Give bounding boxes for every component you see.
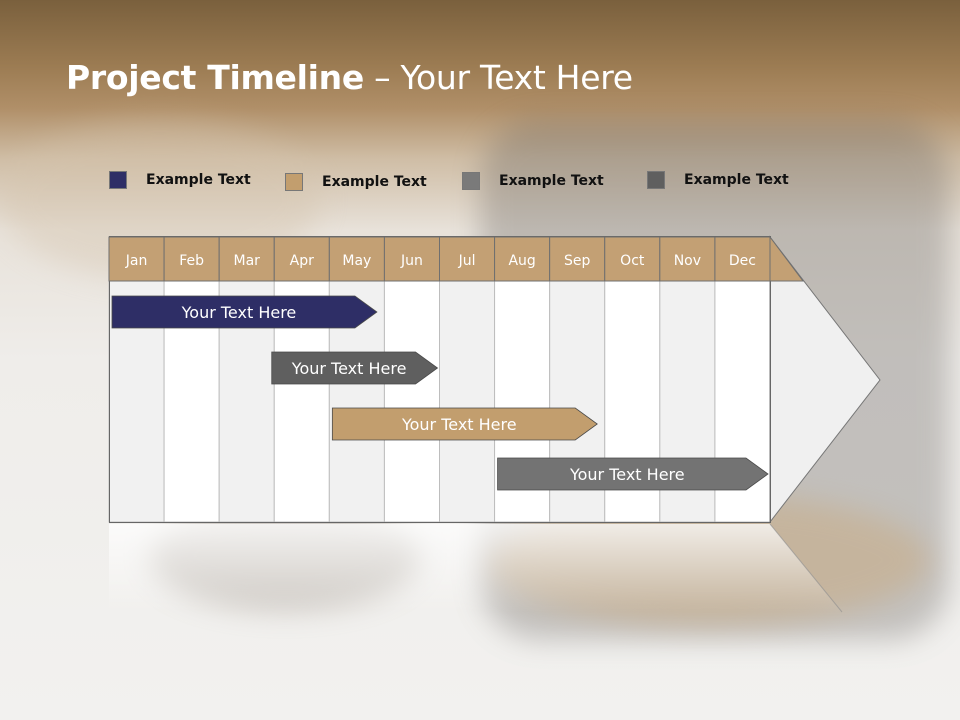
legend-swatch — [285, 173, 303, 191]
page-title: Project Timeline – Your Text Here — [66, 58, 633, 97]
month-label: Feb — [179, 253, 204, 269]
month-header-cell — [659, 236, 716, 282]
legend-item: Example Text — [462, 171, 604, 191]
month-header-cell — [549, 236, 606, 282]
month-label: Jul — [458, 253, 476, 269]
month-label: Apr — [290, 253, 314, 269]
task-bar-label: Your Text Here — [569, 465, 685, 484]
task-bar-label: Your Text Here — [181, 303, 297, 322]
legend-item: Example Text — [285, 172, 427, 192]
month-headers: Jan Feb Mar Apr May Jun Jul Aug Sep Oct Nov Dec — [108, 235, 804, 282]
legend-swatch — [647, 171, 665, 189]
month-label: Dec — [729, 253, 756, 269]
task-bar — [271, 351, 439, 385]
month-label: Oct — [620, 253, 645, 269]
legend-label: Example Text — [322, 174, 427, 190]
month-column — [383, 280, 440, 523]
legend-label: Example Text — [499, 173, 604, 189]
title-rest: – Your Text Here — [363, 58, 633, 97]
month-header-cell — [714, 236, 771, 282]
month-label: May — [342, 253, 371, 269]
month-label: Jan — [125, 253, 148, 269]
header-arrow-tab — [769, 235, 804, 282]
month-label: Jun — [400, 253, 423, 269]
task-bar — [497, 457, 769, 491]
month-column — [439, 280, 496, 523]
legend-label: Example Text — [146, 172, 251, 188]
legend-swatch — [462, 172, 480, 190]
title-bold: Project Timeline — [66, 58, 364, 97]
legend-label: Example Text — [684, 172, 789, 188]
month-header-cell — [604, 236, 661, 282]
month-header-cell — [218, 236, 275, 282]
task-bar-label: Your Text Here — [401, 415, 517, 434]
month-label: Aug — [508, 253, 535, 269]
month-label: Nov — [674, 253, 701, 269]
legend-item: Example Text — [109, 170, 251, 190]
month-label: Mar — [233, 253, 260, 269]
month-header-cell — [383, 236, 440, 282]
legend-item: Example Text — [647, 170, 789, 190]
task-bar — [331, 407, 598, 441]
timeline-reflection — [108, 523, 843, 620]
task-bar-label: Your Text Here — [291, 359, 407, 378]
legend-swatch — [109, 171, 127, 189]
month-header-cell — [328, 236, 385, 282]
month-label: Sep — [564, 253, 591, 269]
month-header-cell — [439, 236, 496, 282]
task-bar — [111, 295, 378, 329]
month-header-cell — [163, 236, 220, 282]
month-header-cell — [494, 236, 551, 282]
